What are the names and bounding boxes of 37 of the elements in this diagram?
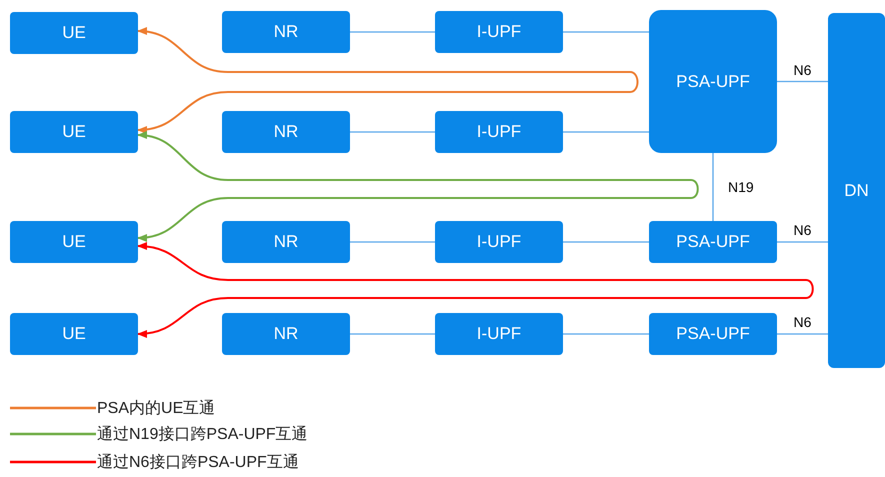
- network-box: PSA-UPF: [649, 10, 777, 153]
- connector-line: [563, 31, 649, 33]
- network-box: I-UPF: [435, 221, 563, 263]
- legend-text: 通过N6接口跨PSA-UPF互通: [97, 454, 299, 472]
- network-box: DN: [828, 13, 885, 368]
- arrow: [137, 132, 698, 242]
- network-box: PSA-UPF: [649, 313, 777, 355]
- network-box: NR: [222, 313, 350, 355]
- network-box: I-UPF: [435, 313, 563, 355]
- legend-text: 通过N19接口跨PSA-UPF互通: [97, 426, 308, 444]
- connector-line: [350, 241, 435, 243]
- network-box: UE: [10, 12, 138, 54]
- edge-label: N6: [792, 222, 812, 238]
- connector-line: [563, 131, 649, 133]
- connector-line: [350, 31, 435, 33]
- connector-line: [712, 153, 714, 221]
- arrow: [137, 242, 812, 338]
- connector-line: [777, 333, 828, 335]
- connector-line: [350, 131, 435, 133]
- connector-line: [350, 333, 435, 335]
- network-box: NR: [222, 111, 350, 153]
- arrow: [137, 28, 638, 134]
- network-box: NR: [222, 221, 350, 263]
- connector-line: [563, 333, 649, 335]
- edge-label: N19: [727, 179, 755, 195]
- network-box: I-UPF: [435, 11, 563, 53]
- connector-line: [563, 241, 649, 243]
- network-box: UE: [10, 221, 138, 263]
- network-box: PSA-UPF: [649, 221, 777, 263]
- edge-label: N6: [792, 314, 812, 330]
- connector-line: [777, 80, 828, 82]
- legend-text: PSA内的UE互通: [97, 400, 216, 418]
- network-box: NR: [222, 11, 350, 53]
- network-box: UE: [10, 111, 138, 153]
- connector-line: [777, 241, 828, 243]
- network-box: UE: [10, 313, 138, 355]
- network-box: I-UPF: [435, 111, 563, 153]
